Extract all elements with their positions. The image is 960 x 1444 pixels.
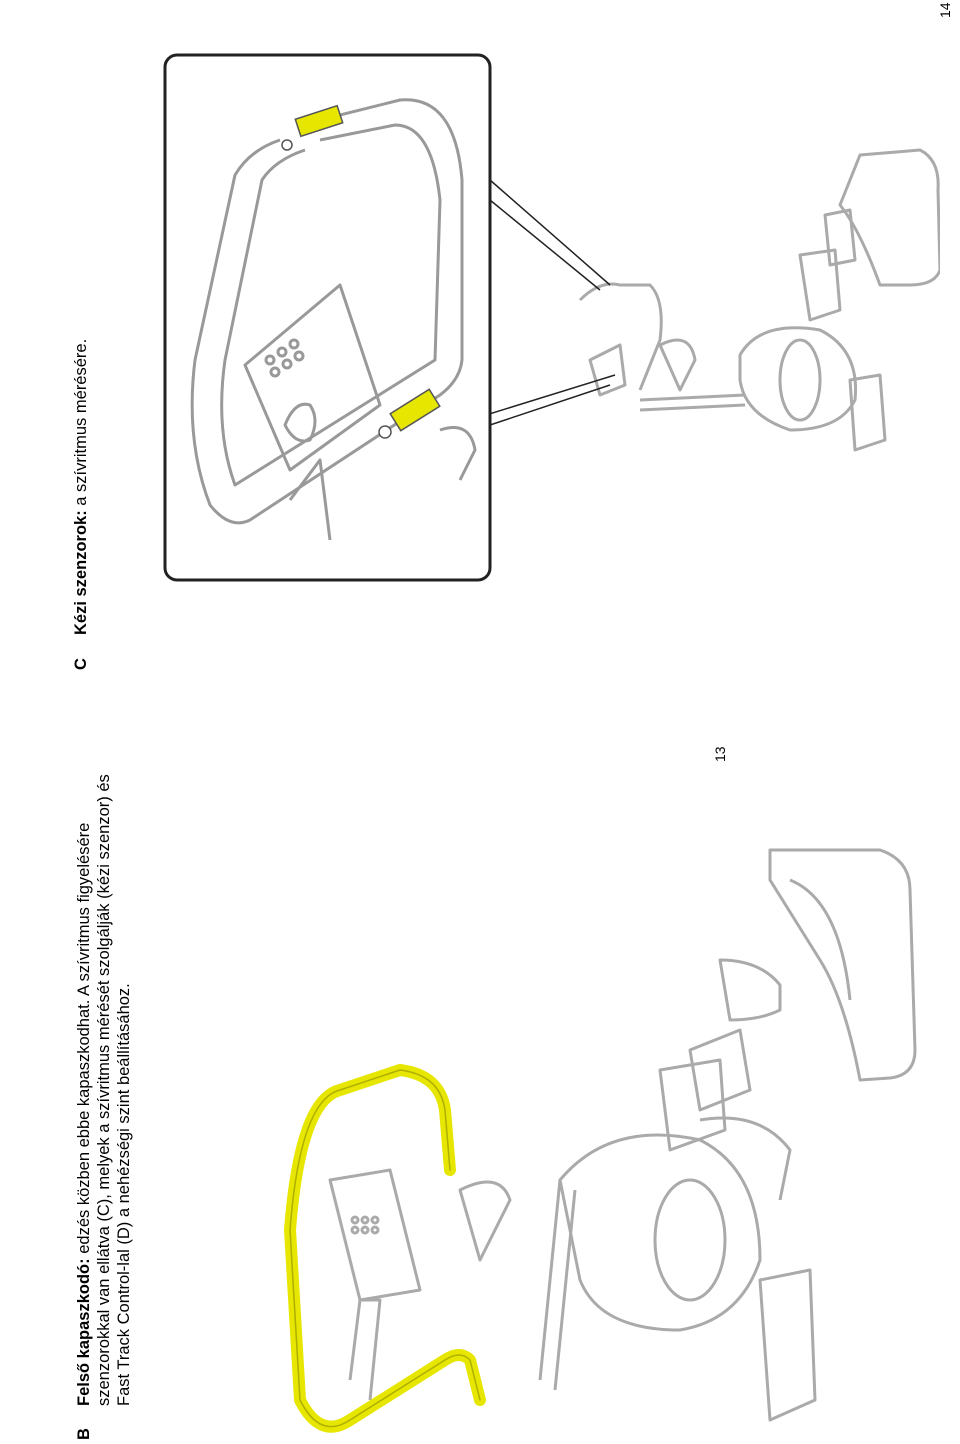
section-b-letter: B xyxy=(75,1428,93,1440)
hand-sensor-illustration xyxy=(163,53,940,582)
page-number-right: 14 xyxy=(937,2,953,18)
section-c-caption: Kézi szenzorok: a szívritmus mérésére. xyxy=(72,339,91,635)
section-b-line-3: Fast Track Control-lal (D) a nehézségi s… xyxy=(115,983,133,1406)
section-b-line-1: edzés közben ebbe kapaszkodhat. A szívri… xyxy=(75,822,93,1254)
section-c-title: Kézi szenzorok: xyxy=(72,510,90,635)
section-c-letter: C xyxy=(72,658,90,670)
section-b-title: Felső kapaszkodó: xyxy=(75,1258,93,1406)
section-c-text: a szívritmus mérésére. xyxy=(72,338,90,506)
section-b-line-2: szenzorokkal van ellátva (C), melyek a s… xyxy=(95,774,113,1406)
bike-illustration-handlebar xyxy=(284,848,917,1433)
section-b-paragraph: Felső kapaszkodó: edzés közben ebbe kapa… xyxy=(74,774,134,1406)
